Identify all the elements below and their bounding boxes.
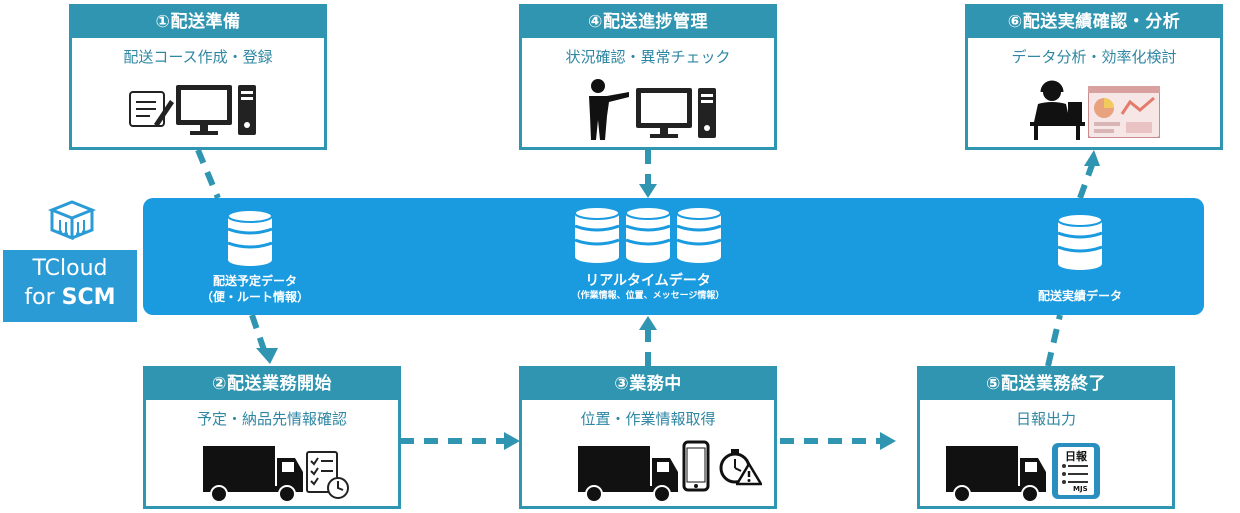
- step-1-subtitle: 配送コース作成・登録: [123, 48, 273, 66]
- report-icon-title: 日報: [1065, 450, 1087, 463]
- tcloud-logo: TCloud for SCM: [3, 250, 137, 322]
- step-3-title: ③業務中: [522, 369, 774, 400]
- realtime-data-line1: リアルタイムデータ: [585, 273, 711, 289]
- step-3-box: ③業務中 位置・作業情報取得: [519, 366, 777, 509]
- warning-icon: [736, 462, 762, 486]
- daily-report-icon: 日報 MJS: [1051, 442, 1101, 500]
- step-2-title: ②配送業務開始: [146, 369, 398, 400]
- arrow-s5-up: [1045, 314, 1063, 367]
- checklist-icon: [306, 451, 349, 499]
- step-1-box: ①配送準備 配送コース作成・登録: [69, 4, 327, 150]
- step-3-subtitle: 位置・作業情報取得: [580, 410, 716, 428]
- computer-icon: [176, 85, 256, 135]
- arrowhead-s4: [639, 184, 657, 198]
- step-4-title: ④配送進捗管理: [522, 7, 774, 38]
- logo-line1: TCloud: [32, 256, 108, 281]
- step-6-title: ⑥配送実績確認・分析: [968, 7, 1220, 38]
- database-icon: [1058, 214, 1102, 270]
- truck-icon: [946, 446, 1046, 503]
- database-icon: [677, 207, 721, 263]
- database-icon: [575, 207, 619, 263]
- results-data-line1: 配送実績データ: [1037, 289, 1123, 303]
- truck-icon: [578, 446, 678, 503]
- tcloud-data-band: [143, 198, 1204, 315]
- realtime-data-line2: （作業情報、位置、メッセージ情報）: [571, 291, 725, 301]
- smartphone-icon: [682, 440, 710, 492]
- truck-icon: [203, 446, 303, 503]
- step-4-subtitle: 状況確認・異常チェック: [565, 48, 731, 66]
- realtime-data-label: リアルタイムデータ （作業情報、位置、メッセージ情報）: [572, 272, 725, 303]
- arrowhead-s3-in: [504, 432, 520, 450]
- logo-line2-bold: SCM: [61, 285, 116, 310]
- scheduled-data-label: 配送予定データ （便・ルート情報）: [201, 273, 309, 305]
- arrowhead-s6: [1084, 150, 1100, 166]
- results-data-label: 配送実績データ: [1038, 288, 1122, 304]
- arrow-to-s2: [249, 314, 267, 351]
- database-icon: [626, 207, 670, 263]
- person-pointing-icon: [589, 79, 629, 140]
- analyst-icon: [1030, 80, 1085, 140]
- step-5-title: ⑤配送業務終了: [920, 369, 1172, 400]
- step-2-subtitle: 予定・納品先情報確認: [196, 410, 347, 428]
- logo-line2: for SCM: [3, 283, 137, 313]
- scheduled-data-line2: （便・ルート情報）: [200, 290, 310, 304]
- arrowhead-s5-in: [880, 432, 896, 450]
- computer-icon: [636, 88, 716, 138]
- tcloud-logo-icon: [47, 200, 97, 241]
- report-icon-brand: MJS: [1073, 485, 1088, 493]
- step-1-title: ①配送準備: [72, 7, 324, 38]
- scheduled-data-line1: 配送予定データ: [212, 274, 298, 288]
- logo-line2-prefix: for: [24, 285, 62, 310]
- step-5-subtitle: 日報出力: [1015, 410, 1076, 428]
- database-icon: [228, 210, 272, 266]
- arrow-to-s6: [1077, 163, 1095, 200]
- arrowhead-s2: [256, 348, 278, 364]
- step-5-box: ⑤配送業務終了 日報出力: [917, 366, 1175, 509]
- form-icon: [129, 91, 174, 127]
- arrow-s1-down: [195, 148, 221, 200]
- arrowhead-s3: [639, 316, 657, 330]
- step-6-subtitle: データ分析・効率化検討: [1011, 48, 1177, 66]
- dashboard-icon: [1088, 86, 1160, 138]
